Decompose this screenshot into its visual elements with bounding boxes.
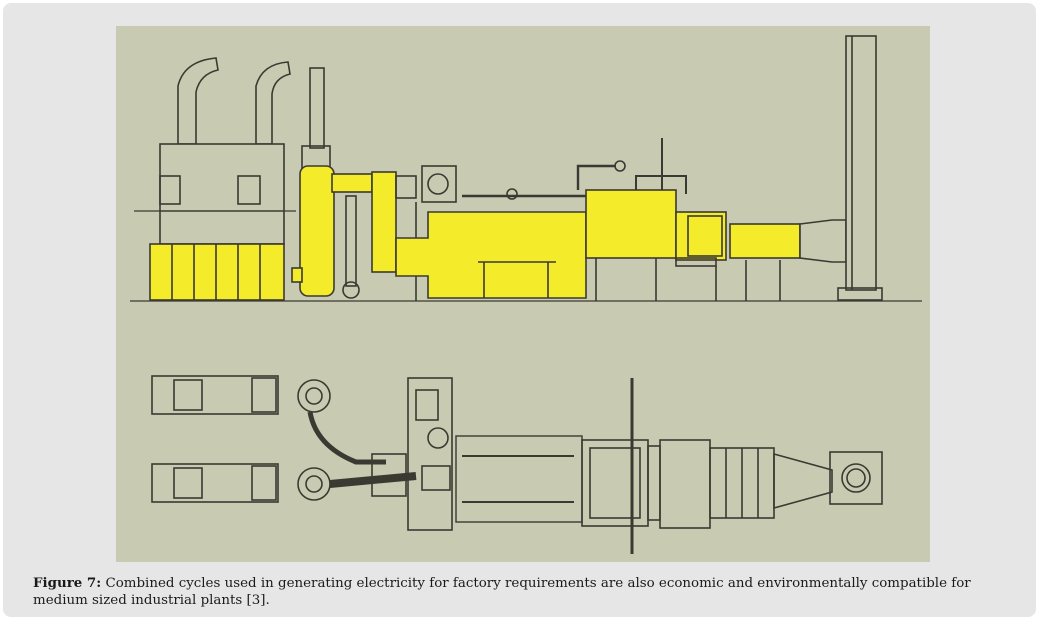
turbine-footprints: [151, 375, 279, 503]
scroll-casings: [297, 379, 417, 501]
figure-frame: Figure 7: Combined cycles used in genera…: [3, 3, 1036, 617]
plant-drawing: [130, 35, 922, 554]
hrsg-boiler: [395, 189, 677, 301]
plan-piping: [455, 378, 634, 554]
hrsg-footprint: [581, 439, 833, 529]
exhaust-hoods: [159, 57, 291, 245]
figure-label: Figure 7:: [33, 575, 102, 591]
transition-duct: [331, 171, 417, 299]
top-piping: [462, 138, 687, 200]
turbine-enclosure: [149, 243, 285, 301]
plan-view: [151, 375, 883, 554]
economizer: [675, 211, 801, 301]
figure-image: [116, 26, 930, 562]
outlet-duct: [799, 219, 847, 263]
chimney-base: [829, 451, 883, 505]
chimney: [837, 35, 883, 301]
figure-caption: Figure 7: Combined cycles used in genera…: [33, 575, 1023, 609]
figure-caption-text: Combined cycles used in generating elect…: [33, 576, 971, 608]
control-housing: [407, 377, 453, 531]
separator-vessel: [291, 67, 335, 297]
side-elevation: [130, 35, 922, 302]
